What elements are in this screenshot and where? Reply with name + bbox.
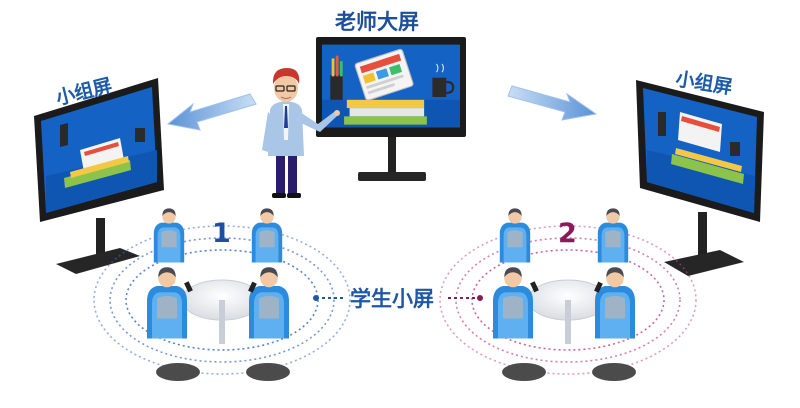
teacher-screen-label: 老师大屏 <box>335 10 419 34</box>
student-screen-label: 学生小屏 <box>350 287 434 311</box>
arrow-to-right-group-screen <box>507 85 598 121</box>
group-1-number: 1 <box>212 218 231 249</box>
teacher-figure <box>262 68 340 198</box>
teacher-screen-monitor <box>316 37 466 181</box>
group-1-table-cluster <box>147 208 290 381</box>
group-2-rings <box>439 225 697 375</box>
student-screen-connector-right <box>448 295 483 301</box>
student-screen-connector-left <box>313 295 346 301</box>
group-2-number: 2 <box>558 218 577 249</box>
group-screen-right-monitor <box>636 80 764 276</box>
arrow-to-left-group-screen <box>166 93 257 131</box>
group-2-table-cluster <box>493 208 636 381</box>
group-screen-left-monitor <box>34 78 164 274</box>
